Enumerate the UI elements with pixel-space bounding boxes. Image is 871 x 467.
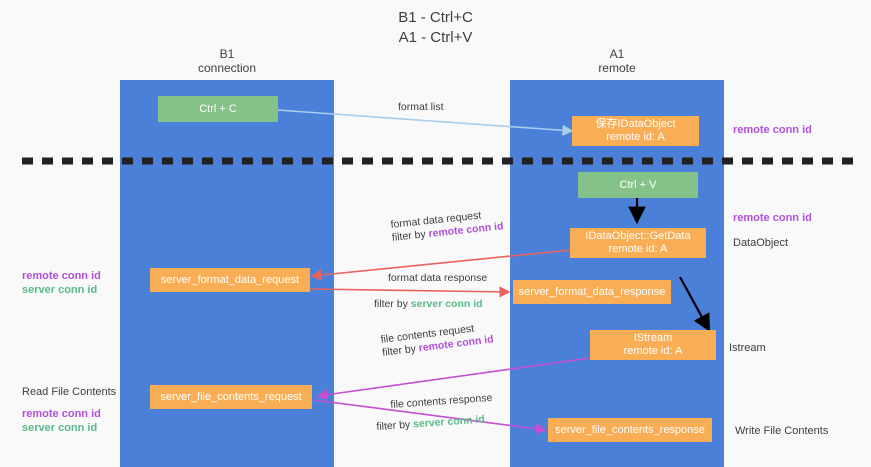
edge-label-format-data-request: format data request filter by remote con…	[390, 207, 504, 245]
edge-label-format-list-line1: format list	[398, 101, 444, 113]
node-server-format-data-response[interactable]: server_format_data_response	[513, 280, 671, 304]
node-istream-label: IStream	[633, 332, 673, 344]
node-server-format-data-request[interactable]: server_format_data_request	[150, 268, 310, 292]
annotation-left-remote-conn-id-2: remote conn id	[22, 408, 101, 420]
column-header-a1: A1 remote	[510, 47, 724, 75]
column-header-b1: B1 connection	[120, 47, 334, 75]
node-ctrl-v-label: Ctrl + V	[619, 178, 657, 191]
annotation-left-remote-conn-id: remote conn id	[22, 270, 101, 282]
node-ctrl-c-label: Ctrl + C	[199, 102, 237, 115]
title-line-2: A1 - Ctrl+V	[398, 29, 473, 46]
column-header-a1-name: A1	[609, 47, 625, 61]
node-istream-sub: remote id: A	[623, 345, 683, 357]
annotation-left-server-conn-id-2: server conn id	[22, 422, 98, 434]
node-save-idataobject-sub: remote id: A	[606, 131, 665, 143]
column-header-b1-name: B1	[219, 47, 235, 61]
node-ctrl-v[interactable]: Ctrl + V	[578, 172, 698, 198]
annotation-left-server-conn-id: server conn id	[22, 284, 98, 296]
arrow-format-data-response	[309, 286, 511, 298]
edge-label-fcresp-prefix: filter by	[376, 418, 414, 433]
node-idataobject-getdata[interactable]: IDataObject::GetData remote id: A	[570, 228, 706, 258]
edge-label-format-list: format list	[398, 101, 444, 114]
column-header-a1-role: remote	[598, 61, 636, 75]
edge-label-fdr-prefix: filter by	[391, 228, 430, 244]
edge-label-fdresp-line2: filter by server conn id	[374, 298, 483, 311]
edge-label-fcresp-highlight: server conn id	[412, 413, 486, 431]
title-line-1: B1 - Ctrl+C	[398, 9, 473, 26]
node-istream[interactable]: IStream remote id: A	[590, 330, 716, 360]
annotation-right-dataobject: DataObject	[733, 237, 789, 249]
edge-label-file-contents-request: file contents request filter by remote c…	[380, 320, 494, 359]
edge-label-file-contents-response-line1: file contents response	[390, 391, 493, 411]
node-server-format-data-request-label: server_format_data_request	[160, 273, 300, 286]
node-save-idataobject[interactable]: 保存IDataObject remote id: A	[572, 116, 699, 146]
node-server-file-contents-request-label: server_file_contents_request	[160, 390, 302, 403]
edge-label-fdresp-prefix: filter by	[374, 298, 411, 310]
node-server-file-contents-response[interactable]: server_file_contents_response	[548, 418, 712, 442]
node-getdata-label: IDataObject::GetData	[585, 230, 691, 242]
edge-label-file-contents-response-filter: filter by server conn id	[376, 413, 485, 434]
page-title: B1 - Ctrl+C A1 - Ctrl+V	[0, 8, 871, 48]
edge-label-format-data-response: format data response	[388, 272, 487, 285]
edge-label-fcresp-line2: filter by server conn id	[376, 413, 485, 434]
edge-label-file-contents-response: file contents response	[390, 392, 493, 412]
node-server-format-data-response-label: server_format_data_response	[518, 285, 666, 298]
annotation-right-remote-conn-id-mid: remote conn id	[733, 212, 812, 224]
node-server-file-contents-request[interactable]: server_file_contents_request	[150, 385, 312, 409]
column-header-b1-role: connection	[197, 61, 257, 75]
annotation-left-read-file-contents: Read File Contents	[22, 386, 117, 398]
edge-label-format-data-response-line1: format data response	[388, 272, 488, 284]
node-save-idataobject-label: 保存IDataObject	[595, 118, 676, 130]
edge-label-format-data-response-filter: filter by server conn id	[374, 298, 483, 311]
node-server-file-contents-response-label: server_file_contents_response	[555, 423, 705, 436]
annotation-right-istream: Istream	[729, 342, 766, 354]
annotation-right-write-file-contents: Write File Contents	[735, 425, 829, 437]
node-ctrl-c[interactable]: Ctrl + C	[158, 96, 278, 122]
node-getdata-sub: remote id: A	[608, 243, 668, 255]
annotation-right-remote-conn-id-top: remote conn id	[733, 124, 812, 136]
edge-label-fdresp-highlight: server conn id	[410, 298, 483, 310]
